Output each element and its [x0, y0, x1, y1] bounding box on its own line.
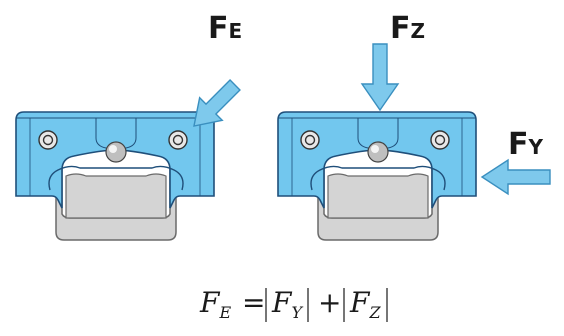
- carriage-left: [15, 111, 215, 241]
- label-force-e: FE: [208, 11, 242, 46]
- label-force-y: FY: [508, 127, 544, 162]
- equation-lhs: FE: [199, 286, 231, 322]
- carriage-right: [277, 111, 477, 241]
- equation-equals: =: [242, 286, 265, 319]
- equation-term1: FY: [271, 286, 303, 322]
- equation-plus: +: [318, 286, 341, 319]
- equation-term2: FZ: [349, 286, 381, 322]
- force-z-arrow: [360, 43, 400, 112]
- force-y-arrow: [480, 158, 551, 196]
- force-e-arrow: [193, 79, 241, 127]
- load-equation: FE = FY + FZ: [199, 286, 388, 322]
- label-force-z: FZ: [390, 11, 425, 46]
